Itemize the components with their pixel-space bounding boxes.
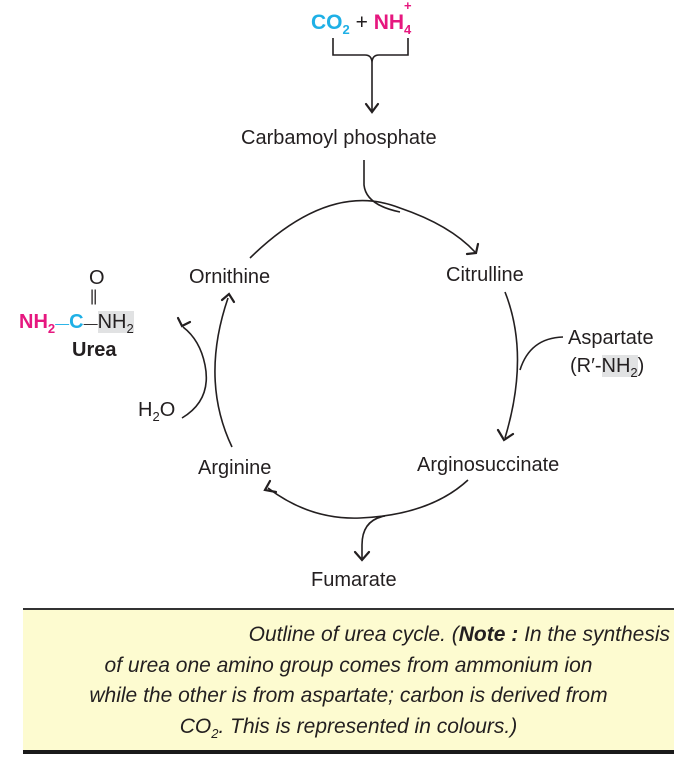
carbamoyl-entry-line: [363, 160, 401, 213]
caption-box: Outline of urea cycle. (Note : In the sy…: [23, 608, 674, 754]
aspartate-amino-group: NH2: [601, 355, 638, 380]
node-argininosuccinate: Arginosuccinate: [417, 454, 560, 476]
urea-right-amino: NH2: [97, 311, 134, 336]
urea-carbon: C: [69, 311, 84, 333]
caption-line-2: of urea one amino group comes from ammon…: [104, 653, 593, 677]
caption-line-3: while the other is from aspartate; carbo…: [89, 684, 608, 707]
arrowhead-input: [364, 102, 380, 114]
water-label: H2O: [138, 399, 176, 424]
arrowhead-argininosuccinate: [496, 428, 515, 442]
co2-formula: CO2: [311, 11, 350, 38]
arc-argininosuccinate-arginine: [267, 479, 469, 519]
node-fumarate: Fumarate: [311, 569, 397, 591]
arrowhead-ornithine: [220, 292, 236, 304]
caption-line-1: Outline of urea cycle. (Note : In the sy…: [248, 623, 670, 646]
input-bracket: [332, 38, 409, 64]
node-arginine: Arginine: [198, 457, 272, 479]
urea-release-arc: [181, 326, 208, 419]
urea-formula: NH2—C—NH2: [19, 311, 134, 336]
urea-oxygen: O: [89, 267, 105, 289]
arc-ornithine-citrulline: [249, 199, 476, 259]
arc-arginine-ornithine: [214, 297, 233, 448]
aspartate-entry-line: [519, 336, 564, 371]
node-carbamoyl-phosphate: Carbamoyl phosphate: [241, 127, 437, 149]
arc-citrulline-argininosuccinate: [504, 291, 519, 439]
node-aspartate: Aspartate: [568, 327, 654, 349]
fumarate-exit-line: [361, 515, 386, 558]
node-citrulline: Citrulline: [446, 264, 524, 286]
urea-left-amino: NH2: [19, 311, 56, 336]
arrowhead-citrulline: [465, 242, 480, 256]
urea-name: Urea: [72, 339, 117, 361]
arrowhead-urea: [176, 316, 192, 328]
nh4-formula: NH+4: [373, 0, 412, 38]
arrowhead-arginine: [263, 479, 278, 494]
input-co2: CO2 + NH+4: [311, 0, 412, 38]
note-label: Note :: [458, 623, 519, 646]
caption-line-4: CO2. This is represented in colours.): [179, 714, 518, 741]
arrowhead-fumarate: [353, 550, 371, 562]
aspartate-formula: (R′-NH2): [570, 355, 645, 380]
node-ornithine: Ornithine: [189, 266, 271, 288]
plus-sign: +: [355, 11, 368, 34]
urea-double-bond: ||: [90, 288, 97, 305]
figure-caption: Outline of urea cycle. (Note : In the sy…: [23, 620, 674, 742]
